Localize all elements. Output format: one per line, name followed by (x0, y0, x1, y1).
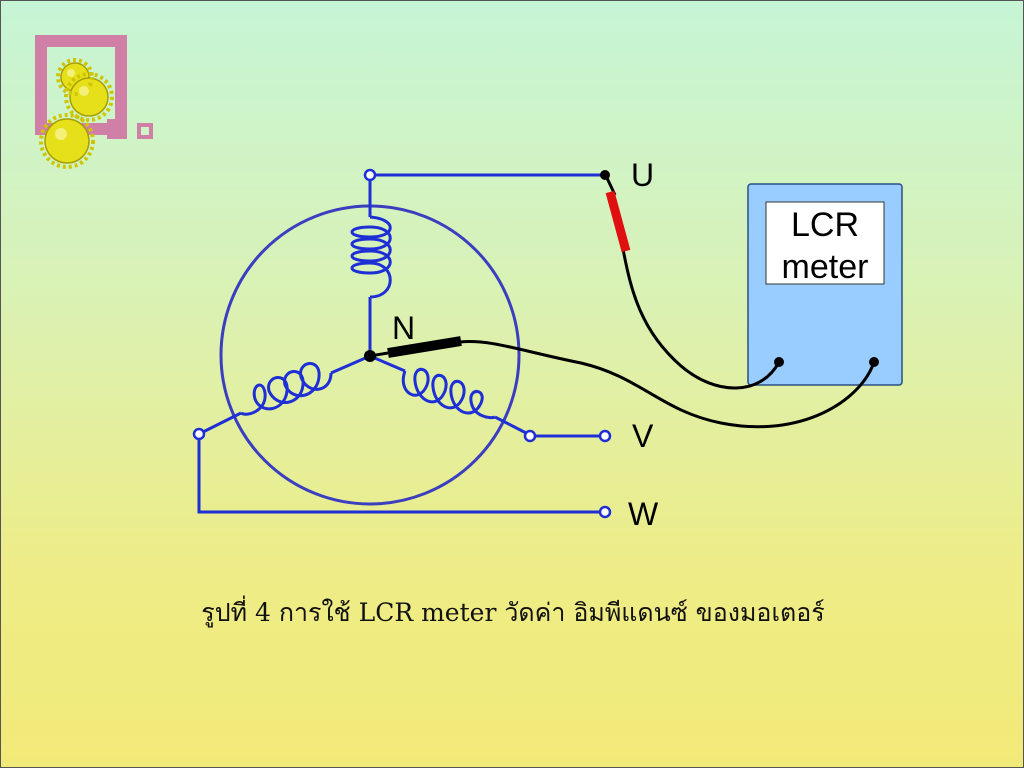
meter-label-line1: LCR (791, 206, 859, 244)
winding-u (350, 180, 392, 356)
terminal-u (600, 170, 610, 180)
winding-v (369, 354, 531, 437)
terminal-right (523, 429, 537, 443)
meter-label-line2: meter (782, 248, 869, 286)
wire-w (197, 434, 605, 514)
probe-black (369, 351, 389, 358)
terminal-w (598, 505, 612, 519)
terminal-left (192, 427, 206, 441)
probe-red (605, 190, 631, 253)
probe-black-body (387, 336, 462, 358)
lcr-meter: LCR meter (747, 183, 903, 386)
label-w: W (628, 496, 659, 532)
label-neutral: N (392, 310, 415, 346)
label-u: U (631, 157, 654, 193)
terminal-top (363, 168, 377, 182)
terminal-v (598, 429, 612, 443)
label-v: V (632, 418, 654, 454)
gears-logo-icon (35, 35, 153, 169)
lead-wire-black (459, 340, 876, 429)
winding-w (198, 354, 371, 436)
figure-caption: รูปที่ 4 การใช้ LCR meter วัดค่า อิมพีแด… (201, 598, 825, 627)
meter-display (765, 201, 885, 285)
